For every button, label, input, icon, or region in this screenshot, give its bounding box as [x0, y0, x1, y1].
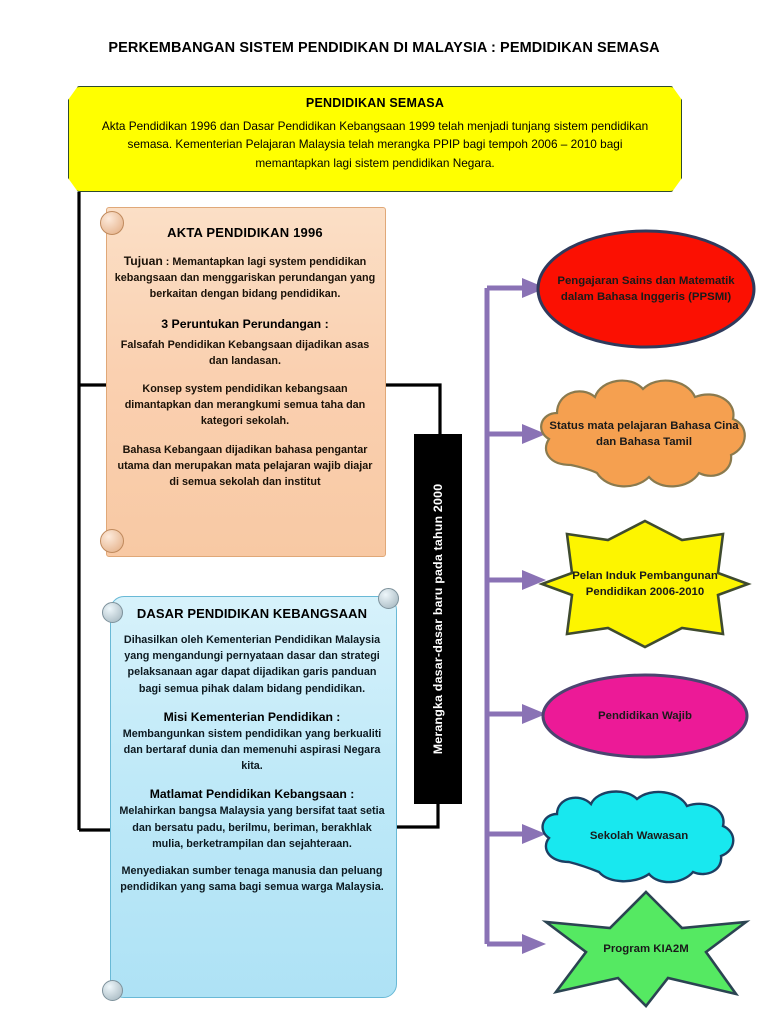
- dasar-knob-top-right-icon: [378, 588, 399, 609]
- page-title: PERKEMBANGAN SISTEM PENDIDIKAN DI MALAYS…: [108, 40, 660, 56]
- purple-arrowheads: [522, 278, 546, 954]
- purple-arrow-spine: [484, 285, 525, 947]
- akta-peruntukan-2: Konsep system pendidikan kebangsaan dima…: [124, 383, 366, 428]
- star8-shape-icon: [538, 519, 752, 649]
- outcome-sekolah-wawasan[interactable]: Sekolah Wawasan: [531, 786, 747, 886]
- akta-heading: AKTA PENDIDIKAN 1996: [167, 225, 323, 240]
- akta-pendidikan-1996-card: AKTA PENDIDIKAN 1996 Tujuan : Memantapka…: [100, 207, 390, 557]
- outcome-sekolah-wawasan-label: Sekolah Wawasan: [589, 829, 689, 842]
- dasar-knob-bottom-left-icon: [102, 980, 123, 1001]
- outcome-bahasa-cina-tamil[interactable]: Status mata pelajaran Bahasa Cina dan Ba…: [531, 373, 757, 495]
- cloud-shape-icon: [540, 379, 746, 488]
- star6-shape-icon: [541, 890, 751, 1008]
- outcome-pendidikan-wajib-label: Pendidikan Wajib: [598, 709, 692, 722]
- dasar-matlamat-text: Melahirkan bangsa Malaysia yang bersifat…: [119, 805, 385, 850]
- dasar-intro: Dihasilkan oleh Kementerian Pendidikan M…: [123, 634, 381, 695]
- black-connector-to-banner: [384, 383, 442, 829]
- dasar-misi-heading: Misi Kementerian Pendidikan :: [163, 709, 341, 724]
- akta-peruntukan-1: Falsafah Pendidikan Kebangsaan dijadikan…: [120, 338, 370, 367]
- akta-tujuan: Tujuan : Memantapkan lagi system pendidi…: [114, 252, 376, 303]
- scroll-curl-bottom-icon: [100, 529, 124, 553]
- akta-peruntukan-heading: 3 Peruntukan Perundangan :: [161, 316, 329, 331]
- ellipse-shape-icon: [536, 229, 756, 349]
- dasar-misi-text: Membangunkan sistem pendidikan yang berk…: [122, 727, 382, 773]
- outcome-program-kia2m-label: Program KIA2M: [603, 942, 689, 955]
- scroll-paper: [106, 207, 386, 557]
- merangka-dasar-text: Merangka dasar-dasar baru pada tahun 200…: [431, 483, 445, 755]
- dasar-paper: [110, 596, 397, 998]
- akta-tujuan-label: Tujuan: [123, 254, 163, 268]
- dasar-heading: DASAR PENDIDIKAN KEBANGSAAN: [136, 606, 368, 621]
- outcome-ppsmi-label: Pengajaran Sains dan Matematik dalam Bah…: [557, 274, 735, 303]
- banner-heading: PENDIDIKAN SEMASA: [305, 96, 445, 110]
- scroll-curl-top-icon: [100, 211, 124, 235]
- outcome-pendidikan-wajib[interactable]: Pendidikan Wajib: [540, 672, 750, 760]
- pendidikan-semasa-banner: PENDIDIKAN SEMASA Akta Pendidikan 1996 d…: [68, 86, 682, 192]
- outcome-program-kia2m[interactable]: Program KIA2M: [540, 890, 752, 1008]
- dasar-knob-top-left-icon: [102, 602, 123, 623]
- cloud-shape-icon: [541, 790, 735, 884]
- dasar-matlamat-text-2: Menyediakan sumber tenaga manusia dan pe…: [120, 864, 384, 894]
- outcome-ppsmi[interactable]: Pengajaran Sains dan Matematik dalam Bah…: [535, 228, 757, 350]
- outcome-pelan-induk-label: Pelan Induk Pembangunan Pendidikan 2006-…: [572, 569, 718, 598]
- merangka-dasar-banner: Merangka dasar-dasar baru pada tahun 200…: [414, 434, 462, 804]
- banner-body: Akta Pendidikan 1996 dan Dasar Pendidika…: [101, 119, 649, 170]
- akta-tujuan-text: : Memantapkan lagi system pendidikan keb…: [114, 256, 376, 301]
- outcome-bahasa-cina-tamil-label: Status mata pelajaran Bahasa Cina dan Ba…: [549, 419, 739, 448]
- dasar-matlamat-heading: Matlamat Pendidikan Kebangsaan :: [149, 787, 355, 802]
- dasar-pendidikan-kebangsaan-card: DASAR PENDIDIKAN KEBANGSAAN Dihasilkan o…: [100, 588, 400, 1004]
- akta-peruntukan-3: Bahasa Kebangaan dijadikan bahasa pengan…: [117, 443, 373, 488]
- outcome-pelan-induk[interactable]: Pelan Induk Pembangunan Pendidikan 2006-…: [537, 518, 753, 650]
- ellipse-shape-icon: [541, 673, 749, 759]
- banner-plaque: [68, 86, 682, 192]
